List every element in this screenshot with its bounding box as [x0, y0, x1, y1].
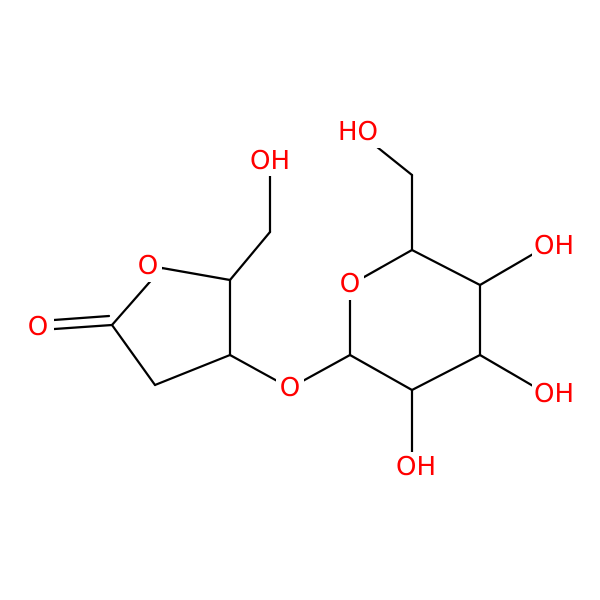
hydroxyl-c3: OH: [534, 379, 574, 409]
bond-c3p-c2p: [410, 353, 482, 392]
bond-c2-c3: [153, 353, 232, 387]
ring-oxygen-left: O: [138, 251, 158, 281]
bond-c4p-oh: [478, 248, 542, 287]
atom-labels: O O OH O O HO OH OH OH: [26, 116, 576, 484]
bond-c5p-c4p: [410, 248, 482, 287]
glycosidic-oxygen: O: [280, 373, 300, 403]
hydroxyl-c2: OH: [396, 452, 436, 482]
hydroxyl-c4: OH: [534, 231, 574, 261]
bonds: [38, 133, 542, 464]
bond-c1-c2: [110, 323, 157, 387]
carbonyl-oxygen: O: [28, 312, 48, 342]
bond-c5-ch2: [228, 230, 272, 282]
bond-c3p-oh: [478, 353, 542, 392]
ring-oxygen-right: O: [340, 269, 360, 299]
bond-c5-ringO: [160, 266, 232, 282]
bond-c2p-c1p: [348, 353, 414, 392]
hydroxyl-ch2oh-right: HO: [338, 117, 378, 147]
hydroxyl-left-ch2oh: OH: [250, 146, 290, 176]
